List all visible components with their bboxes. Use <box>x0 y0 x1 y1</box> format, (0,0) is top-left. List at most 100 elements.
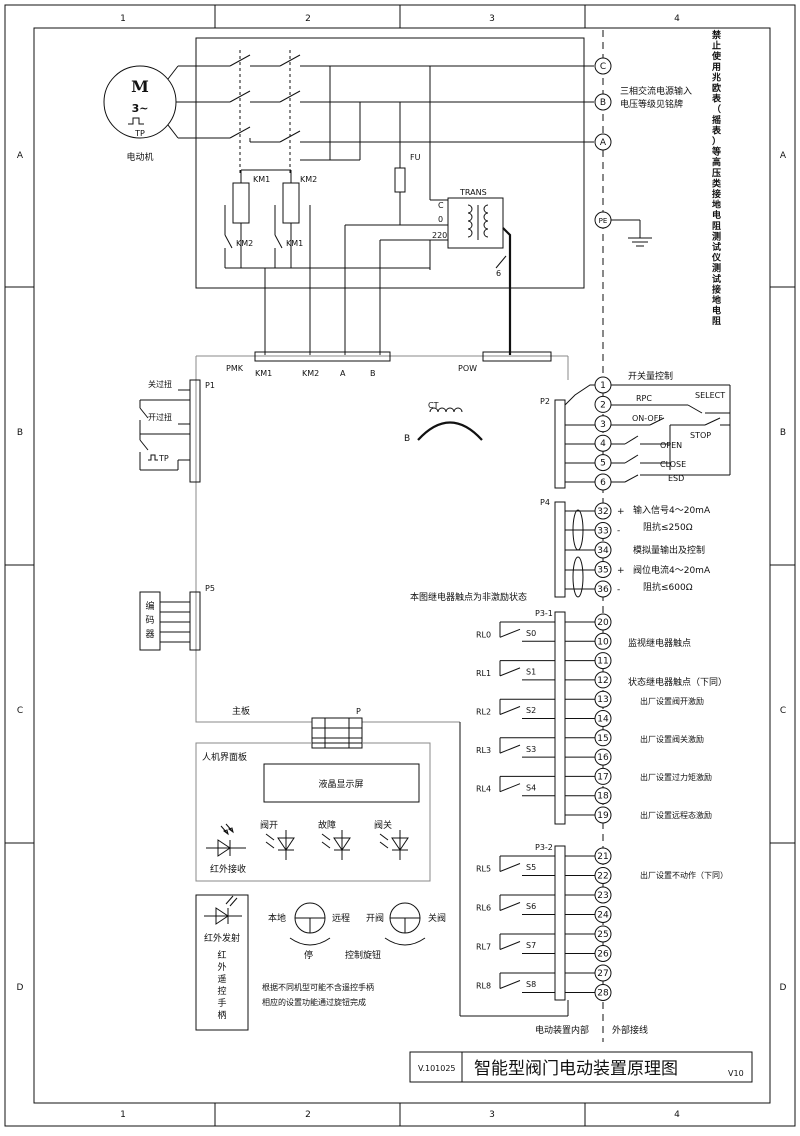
relay-label-rl4: RL4 <box>476 785 491 794</box>
trans-tap-220: 220 <box>432 231 447 240</box>
connector-p1 <box>189 379 201 483</box>
limit-switch-section: P1 关过扭 开过扭 TP <box>139 379 215 483</box>
p2-terminal-4 <box>594 434 612 452</box>
col-label-top-3: 3 <box>489 14 495 24</box>
remote-char-2: 外 <box>217 961 226 973</box>
power-voltage-label: 电压等级见铭牌 <box>620 98 683 110</box>
connector-p4 <box>554 501 566 598</box>
p2-terminal-label-5: 5 <box>600 459 606 469</box>
p4-terminal-label-35: 35 <box>597 566 608 576</box>
current-transformer <box>429 407 463 413</box>
p3-1-terminal-16 <box>594 748 612 766</box>
knob-local-label: 本地 <box>268 912 286 924</box>
remote-footnote-1: 根据不同机型可能不含遥控手柄 <box>262 982 374 992</box>
p2-terminal-label-1: 1 <box>600 381 606 391</box>
row-label-left-b: B <box>17 428 23 438</box>
led-open-icon <box>265 830 295 860</box>
tp-thermal-icon <box>148 454 158 461</box>
led-open-label: 阀开 <box>260 820 278 831</box>
p3-1-terminal-label-11: 11 <box>597 657 608 667</box>
connector-p5-label: P5 <box>205 584 215 593</box>
relay-switch-s1: S1 <box>526 668 536 677</box>
p3-2-terminal-label-24: 24 <box>597 911 609 921</box>
relay-label-rl3: RL3 <box>476 746 491 755</box>
stop-label: STOP <box>690 431 711 440</box>
pmk-pin-b: B <box>370 369 376 378</box>
p3-2-terminal-21 <box>594 847 612 865</box>
knob-title: 控制旋钮 <box>345 949 381 961</box>
p3-1-terminal-17 <box>594 767 612 785</box>
p4-terminal-label-36: 36 <box>597 585 609 595</box>
p3-2-terminal-label-26: 26 <box>597 950 609 960</box>
p3-1-terminal-label-10: 10 <box>597 637 609 647</box>
remote-char-4: 控 <box>217 985 226 997</box>
remote-footnote-2: 相应的设置功能通过旋钮完成 <box>262 997 366 1007</box>
p3-1-terminal-label-12: 12 <box>597 676 608 686</box>
p3-1-terminal-11 <box>594 652 612 670</box>
row-label-left-d: D <box>17 983 24 993</box>
position-current-label: 阀位电流4～20mA <box>633 564 711 576</box>
wire-count-6: 6 <box>496 269 501 278</box>
open-limit-label: 开过扭 <box>148 412 172 422</box>
coil-km1-label: KM1 <box>253 175 270 184</box>
motor-thermal-icon <box>128 117 144 125</box>
connector-p2-label: P2 <box>540 397 550 406</box>
p3-1-terminal-15 <box>594 729 612 747</box>
p4-terminal-label-33: 33 <box>597 527 608 537</box>
pmk-pin-km1: KM1 <box>255 369 272 378</box>
title-block: V.101025 智能型阀门电动装置原理图 V10 <box>409 1051 753 1083</box>
p3-2-terminal-label-28: 28 <box>597 989 609 999</box>
connector-p4-label: P4 <box>540 498 550 507</box>
status-relay-note: 状态继电器触点（下同） <box>628 676 727 688</box>
terminal-a <box>594 133 612 151</box>
p4-terminal-33 <box>594 522 612 539</box>
p2-terminal-label-4: 4 <box>600 439 606 449</box>
relay-s3-note: 出厂设置过力矩激励 <box>640 772 712 782</box>
contactor-box <box>195 37 585 289</box>
p4-minus-2: - <box>617 585 620 595</box>
p4-terminal-label-32: 32 <box>597 507 608 517</box>
shield-ellipse-2 <box>572 556 584 598</box>
connector-p1-label: P1 <box>205 381 215 390</box>
relay-switch-s0: S0 <box>526 629 536 638</box>
p4-plus-2: + <box>617 566 625 576</box>
tp-label: TP <box>158 454 169 463</box>
p3-2-terminal-25 <box>594 925 612 943</box>
relay-switch-s7: S7 <box>526 941 536 950</box>
row-label-left-a: A <box>17 151 24 161</box>
relay-switch-s5: S5 <box>526 863 536 872</box>
p4-plus-1: + <box>617 507 625 517</box>
terminal-c-label: C <box>600 62 606 72</box>
p2-terminal-label-3: 3 <box>600 420 606 430</box>
relay-s5-note: 出厂设置不动作（下同） <box>640 870 728 880</box>
p4-terminal-35 <box>594 561 612 578</box>
rpc-label: RPC <box>636 394 652 403</box>
coil-km2 <box>282 182 300 224</box>
terminal-b <box>594 93 612 111</box>
remote-char-6: 柄 <box>217 1009 226 1021</box>
p3-1-terminal-label-20: 20 <box>597 618 609 628</box>
encoder-box <box>139 591 161 651</box>
p3-1-terminal-label-18: 18 <box>597 792 609 802</box>
relay-switch-s6: S6 <box>526 902 536 911</box>
drawing-frame: 1 2 3 4 1 2 3 4 A B C D A B C D <box>4 4 796 1127</box>
p3-1-terminal-18 <box>594 787 612 805</box>
connector-p <box>311 717 363 749</box>
row-label-right-b: B <box>780 428 786 438</box>
ir-transmitter-icon <box>204 895 242 925</box>
col-label-bottom-3: 3 <box>489 1110 495 1120</box>
relay-label-rl6: RL6 <box>476 904 491 913</box>
relay-label-rl1: RL1 <box>476 669 491 678</box>
drawing-revision: V10 <box>728 1069 744 1078</box>
relay-s2-note: 出厂设置阀关激励 <box>640 734 704 744</box>
p3-2-terminal-26 <box>594 945 612 962</box>
power-input-label: 三相交流电源输入 <box>620 85 692 97</box>
esd-label: ESD <box>668 474 684 483</box>
p3-2-terminal-label-23: 23 <box>597 891 608 901</box>
interlock-km1-label: KM1 <box>286 239 303 248</box>
knob-close-label: 关阀 <box>428 912 446 924</box>
close-limit-label: 关过扭 <box>148 379 172 389</box>
switch-control-title: 开关量控制 <box>628 370 673 382</box>
